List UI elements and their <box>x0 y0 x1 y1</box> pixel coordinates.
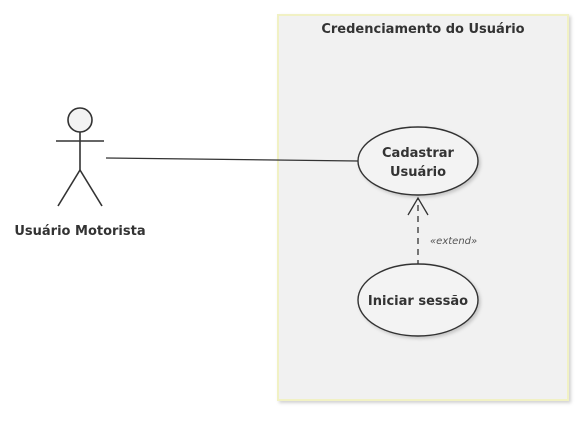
extend-stereotype-label: «extend» <box>430 236 477 247</box>
usecase-cadastrar-usuario-line1: Cadastrar <box>382 146 455 161</box>
usecase-cadastrar-usuario-ellipse <box>357 126 479 196</box>
extend-arrowhead-icon <box>407 196 429 216</box>
usecase-cadastrar-usuario[interactable]: Cadastrar Usuário <box>357 126 479 196</box>
actor-usuario-motorista[interactable]: Usuário Motorista <box>14 107 146 239</box>
extend-relation: «extend» <box>407 196 477 266</box>
actor-stick-figure-icon <box>56 107 104 207</box>
actor-label: Usuário Motorista <box>14 224 145 239</box>
usecase-cadastrar-usuario-line2: Usuário <box>390 165 446 180</box>
usecase-iniciar-sessao-label: Iniciar sessão <box>368 294 468 309</box>
system-title: Credenciamento do Usuário <box>321 22 524 37</box>
usecase-iniciar-sessao-ellipse <box>357 263 479 337</box>
usecase-iniciar-sessao[interactable]: Iniciar sessão <box>357 263 479 337</box>
association-line <box>105 157 359 162</box>
